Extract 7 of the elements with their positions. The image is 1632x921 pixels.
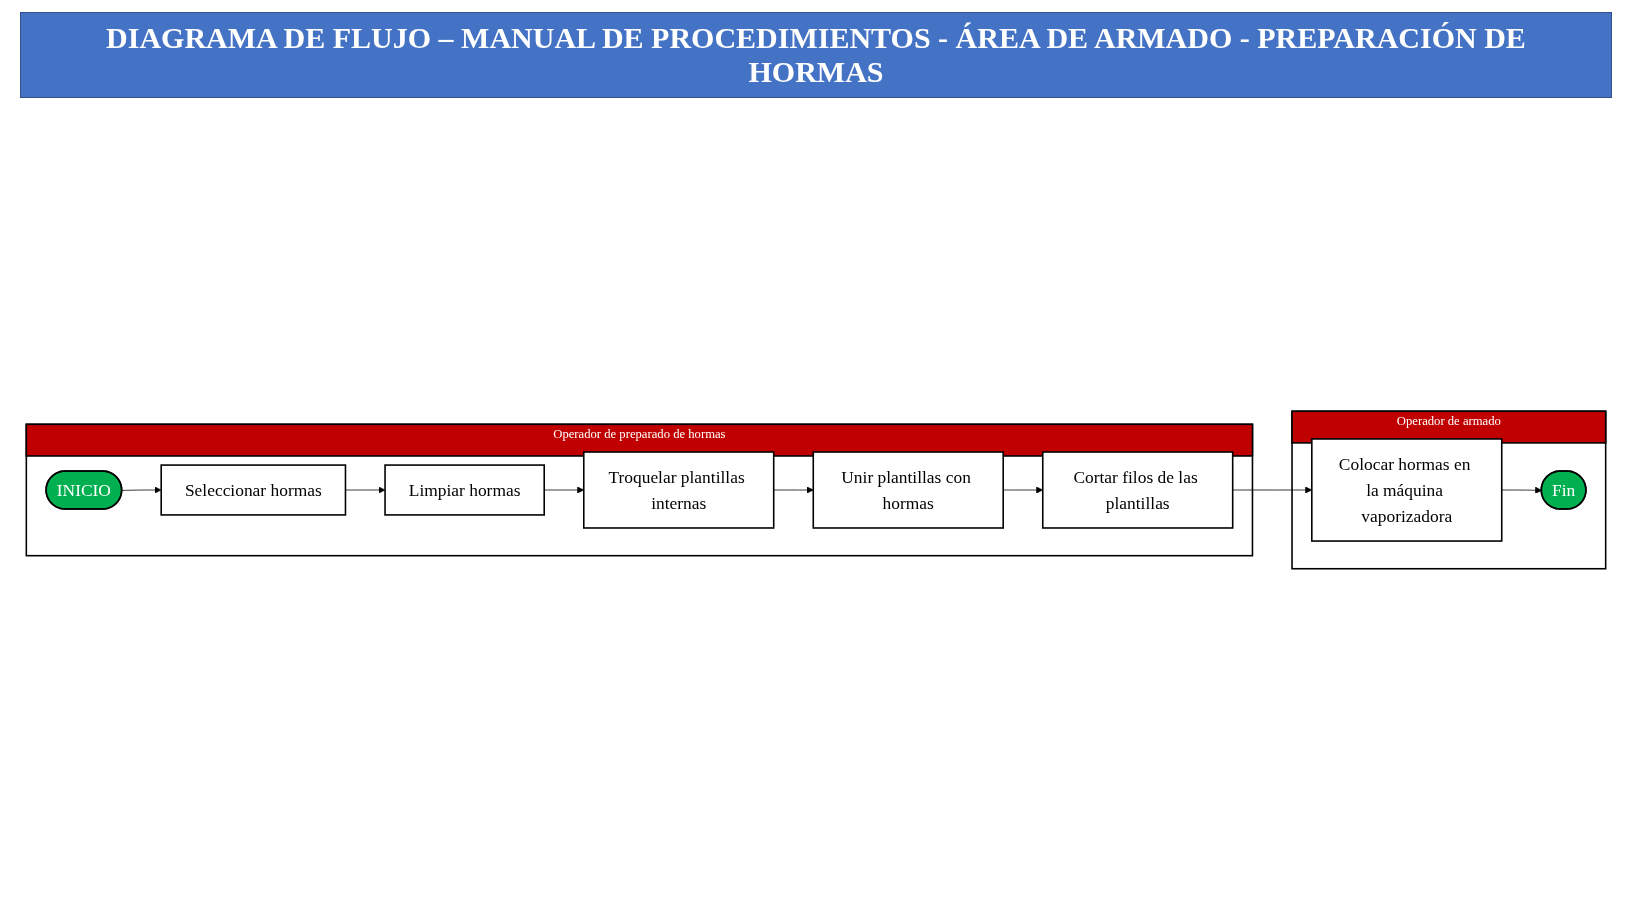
node-box: Colocar hormas en la máquina vaporizadora: [1311, 438, 1503, 542]
node-box: Troquelar plantillas internas: [583, 451, 775, 529]
node-box: Unir plantillas con hormas: [812, 451, 1004, 529]
node-box: Limpiar hormas: [384, 464, 545, 516]
node-box: Cortar filos de las plantillas: [1041, 451, 1234, 529]
title-banner: DIAGRAMA DE FLUJO – MANUAL DE PROCEDIMIENTOS - ÁREA DE ARMADO - PREPARACIÓN DE HORMAS: [20, 12, 1612, 98]
node-box: Seleccionar hormas: [160, 464, 347, 516]
